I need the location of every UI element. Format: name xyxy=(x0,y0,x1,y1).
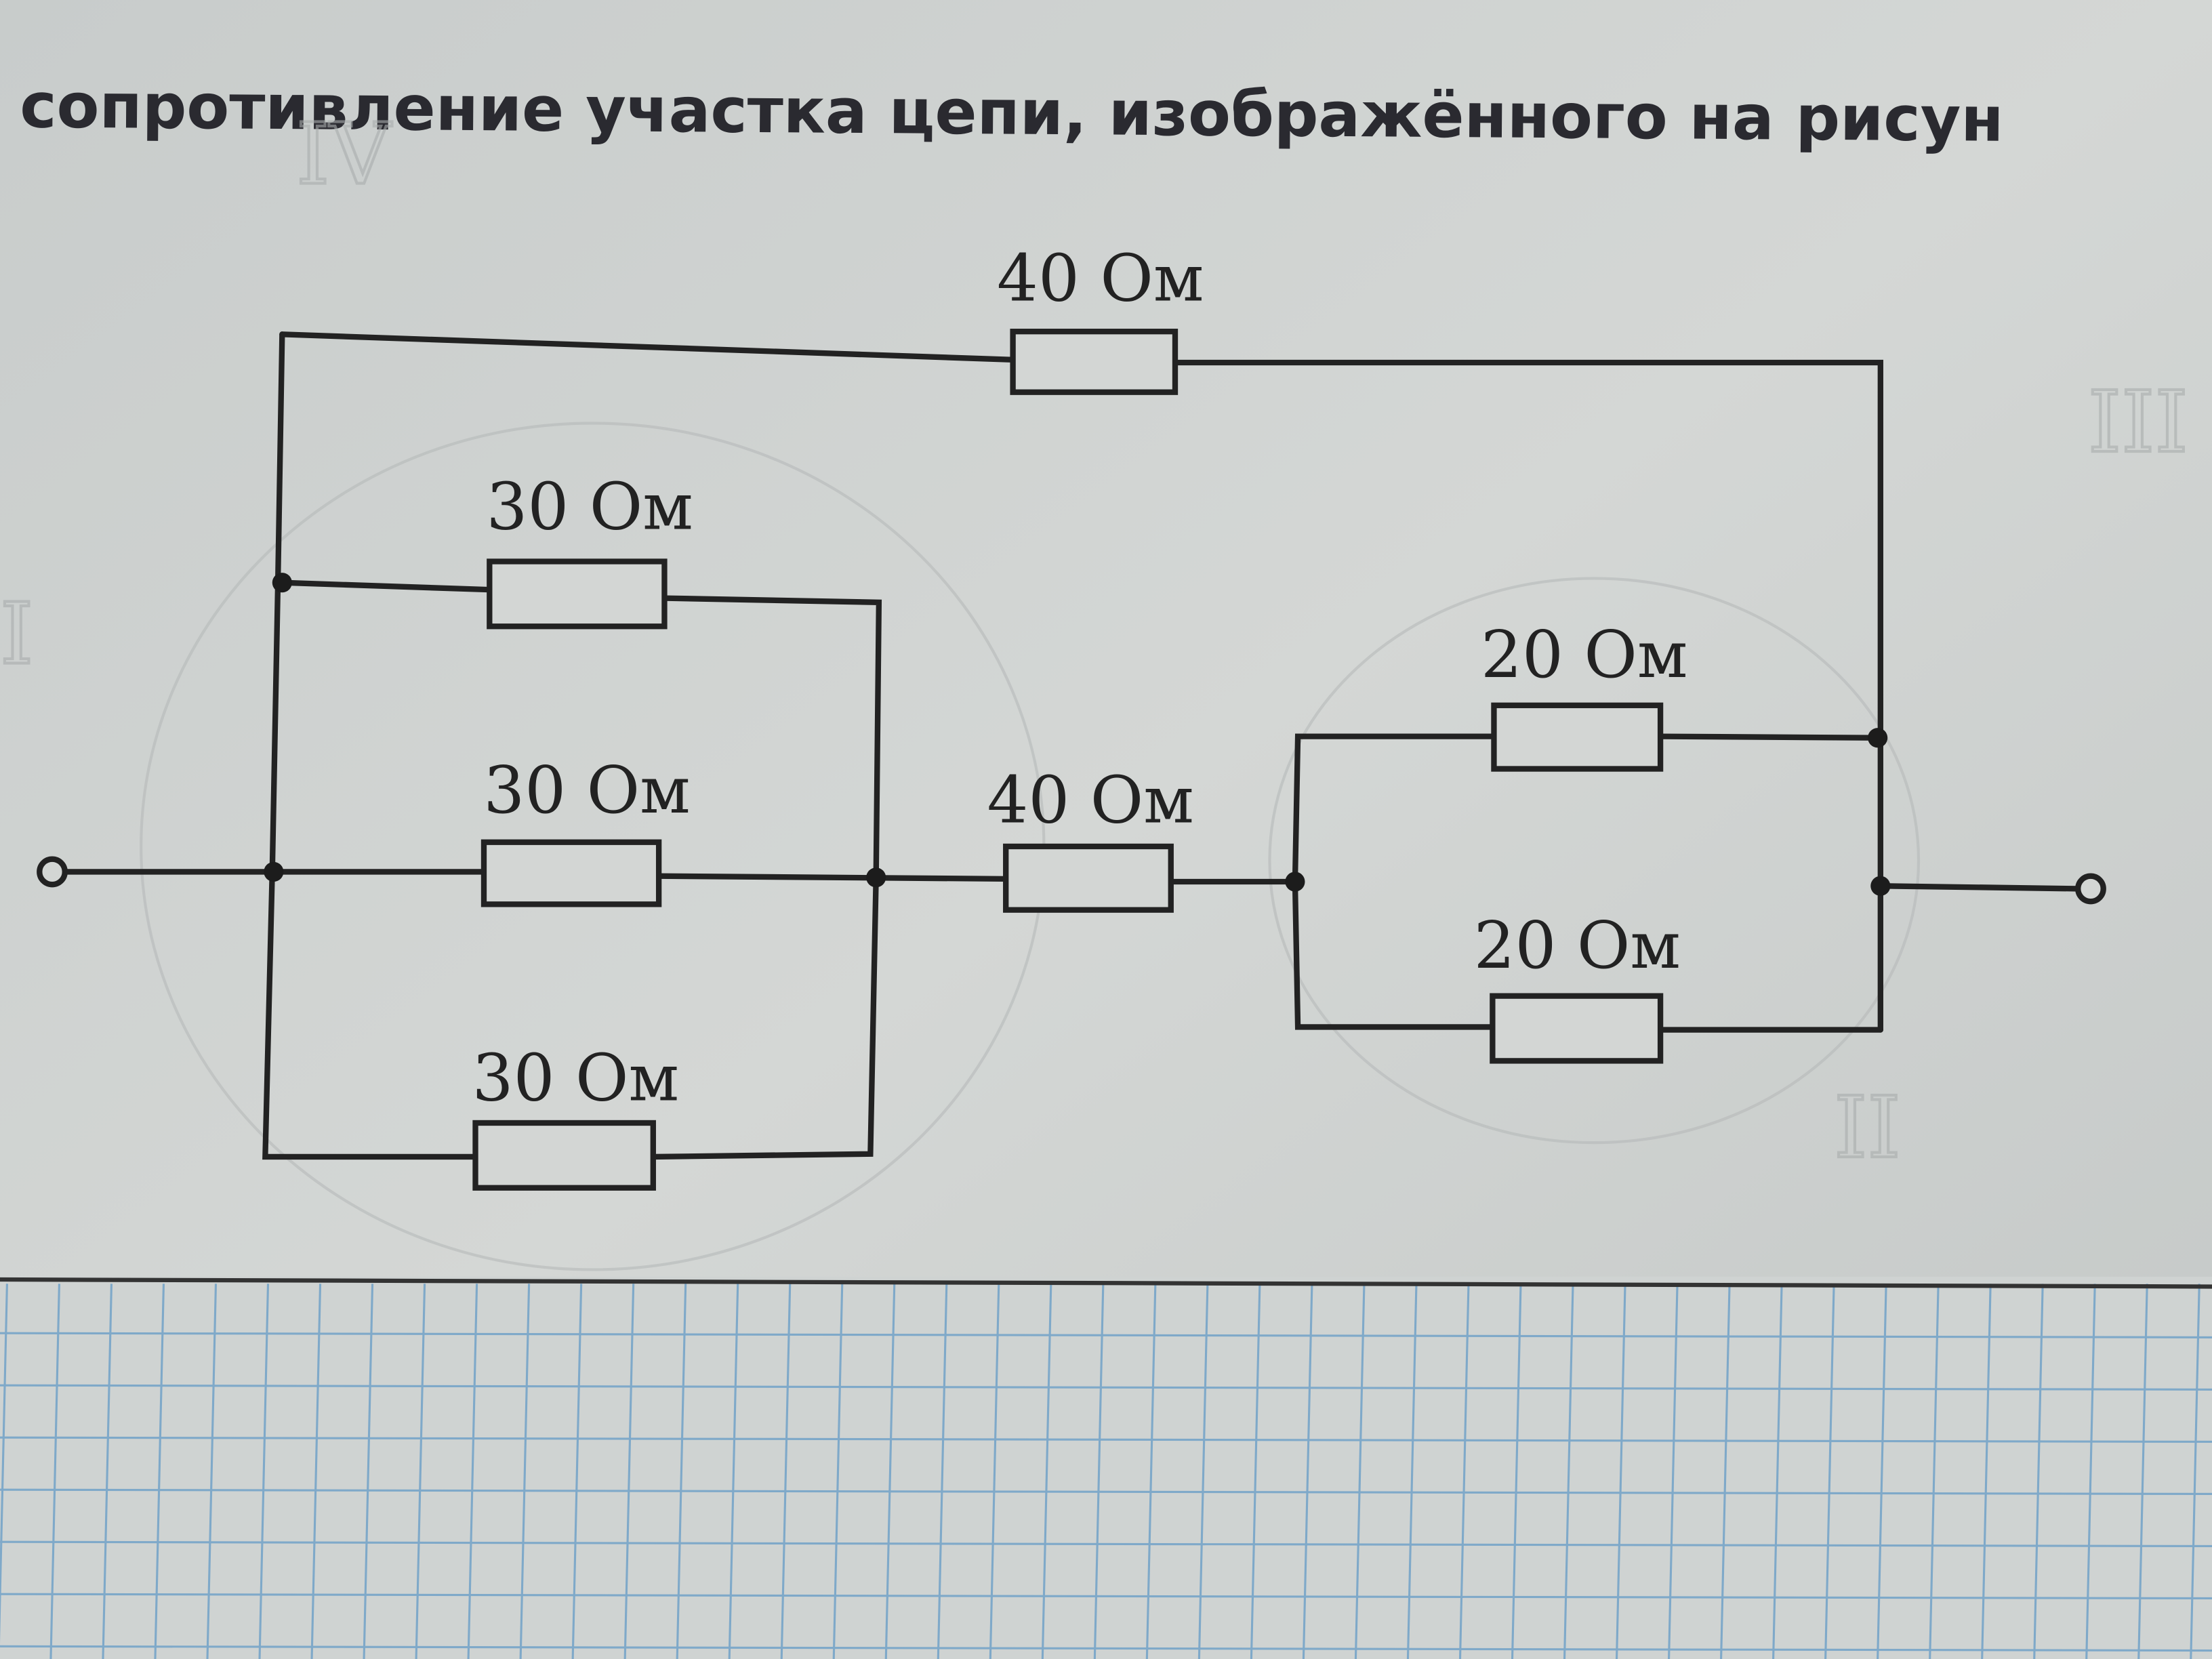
input-terminal xyxy=(37,856,68,888)
resistor-left-30-b xyxy=(480,839,662,907)
grid-line xyxy=(0,1488,2212,1496)
pencil-annotations: I II III IV xyxy=(0,104,2190,1271)
pencil-numeral-4: IV xyxy=(296,106,392,204)
resistor-right-20-a xyxy=(1491,702,1664,772)
resistor-left-30-c xyxy=(472,1120,656,1191)
grid-line xyxy=(0,1593,2212,1600)
grid-line xyxy=(0,1284,8,1643)
grid-line xyxy=(258,1284,270,1659)
grid-line xyxy=(0,1436,2212,1443)
grid-line xyxy=(363,1284,374,1659)
wire-row1 xyxy=(279,579,493,593)
resistor-right-20-b xyxy=(1490,993,1664,1064)
junction-node xyxy=(1870,876,1891,896)
grid-line xyxy=(0,1332,2212,1338)
grid-line xyxy=(1877,1284,1887,1659)
resistor-label-top: 40 Ом xyxy=(997,240,1204,316)
grid-line xyxy=(49,1284,60,1659)
grid-line xyxy=(623,1284,635,1659)
grid-line xyxy=(519,1284,531,1659)
junction-node xyxy=(1285,872,1305,892)
resistor-label-right-b: 20 Ом xyxy=(1474,907,1681,983)
grid-line xyxy=(1981,1284,1992,1659)
resistor-left-30-a xyxy=(487,558,668,630)
pencil-numeral-2: II xyxy=(1834,1079,1901,1177)
circuit-diagram: 40 Ом 30 Ом 30 Ом 30 Ом 40 Ом 20 Ом 20 О… xyxy=(37,240,2106,1191)
grid-line xyxy=(0,1384,2212,1391)
resistor-label-left-a: 30 Ом xyxy=(486,469,693,545)
grid-line xyxy=(154,1284,165,1659)
junction-node xyxy=(272,573,292,593)
top-wire-right xyxy=(1172,359,1883,1033)
grid-line xyxy=(206,1284,218,1659)
grid-line xyxy=(2190,1284,2200,1659)
grid-line xyxy=(2137,1284,2148,1659)
junction-node xyxy=(866,867,886,888)
resistor-top-40 xyxy=(1010,329,1179,395)
resistor-label-middle: 40 Ом xyxy=(987,762,1193,838)
pencil-numeral-1: I xyxy=(0,585,33,683)
problem-heading: сопротивление участка цепи, изображённог… xyxy=(20,69,2004,155)
wire-right-top xyxy=(1657,733,1879,741)
grid-line xyxy=(1824,1284,1835,1659)
wire-output xyxy=(1877,883,2083,892)
grid-line xyxy=(571,1284,583,1659)
grid-line xyxy=(0,1645,2212,1652)
grid-line xyxy=(2085,1284,2096,1659)
junction-node xyxy=(1868,728,1888,748)
resistor-label-left-b: 30 Ом xyxy=(483,752,690,828)
grid-line xyxy=(2033,1284,2044,1659)
top-wire xyxy=(279,331,1016,363)
grid-line xyxy=(0,1540,2212,1548)
output-terminal xyxy=(2075,873,2106,905)
grid-line xyxy=(415,1284,426,1659)
resistor-middle-40 xyxy=(1003,843,1174,913)
junction-node xyxy=(264,861,284,882)
grid-line xyxy=(1929,1284,1940,1659)
grid-line xyxy=(310,1284,322,1659)
wire-row2-right xyxy=(655,873,1009,882)
pencil-numeral-3: III xyxy=(2088,373,2188,472)
grid-line xyxy=(467,1284,478,1659)
graph-paper xyxy=(0,1276,2212,1659)
resistor-label-left-c: 30 Ом xyxy=(472,1040,679,1116)
resistor-label-right-a: 20 Ом xyxy=(1481,617,1687,693)
grid-line xyxy=(102,1284,113,1659)
